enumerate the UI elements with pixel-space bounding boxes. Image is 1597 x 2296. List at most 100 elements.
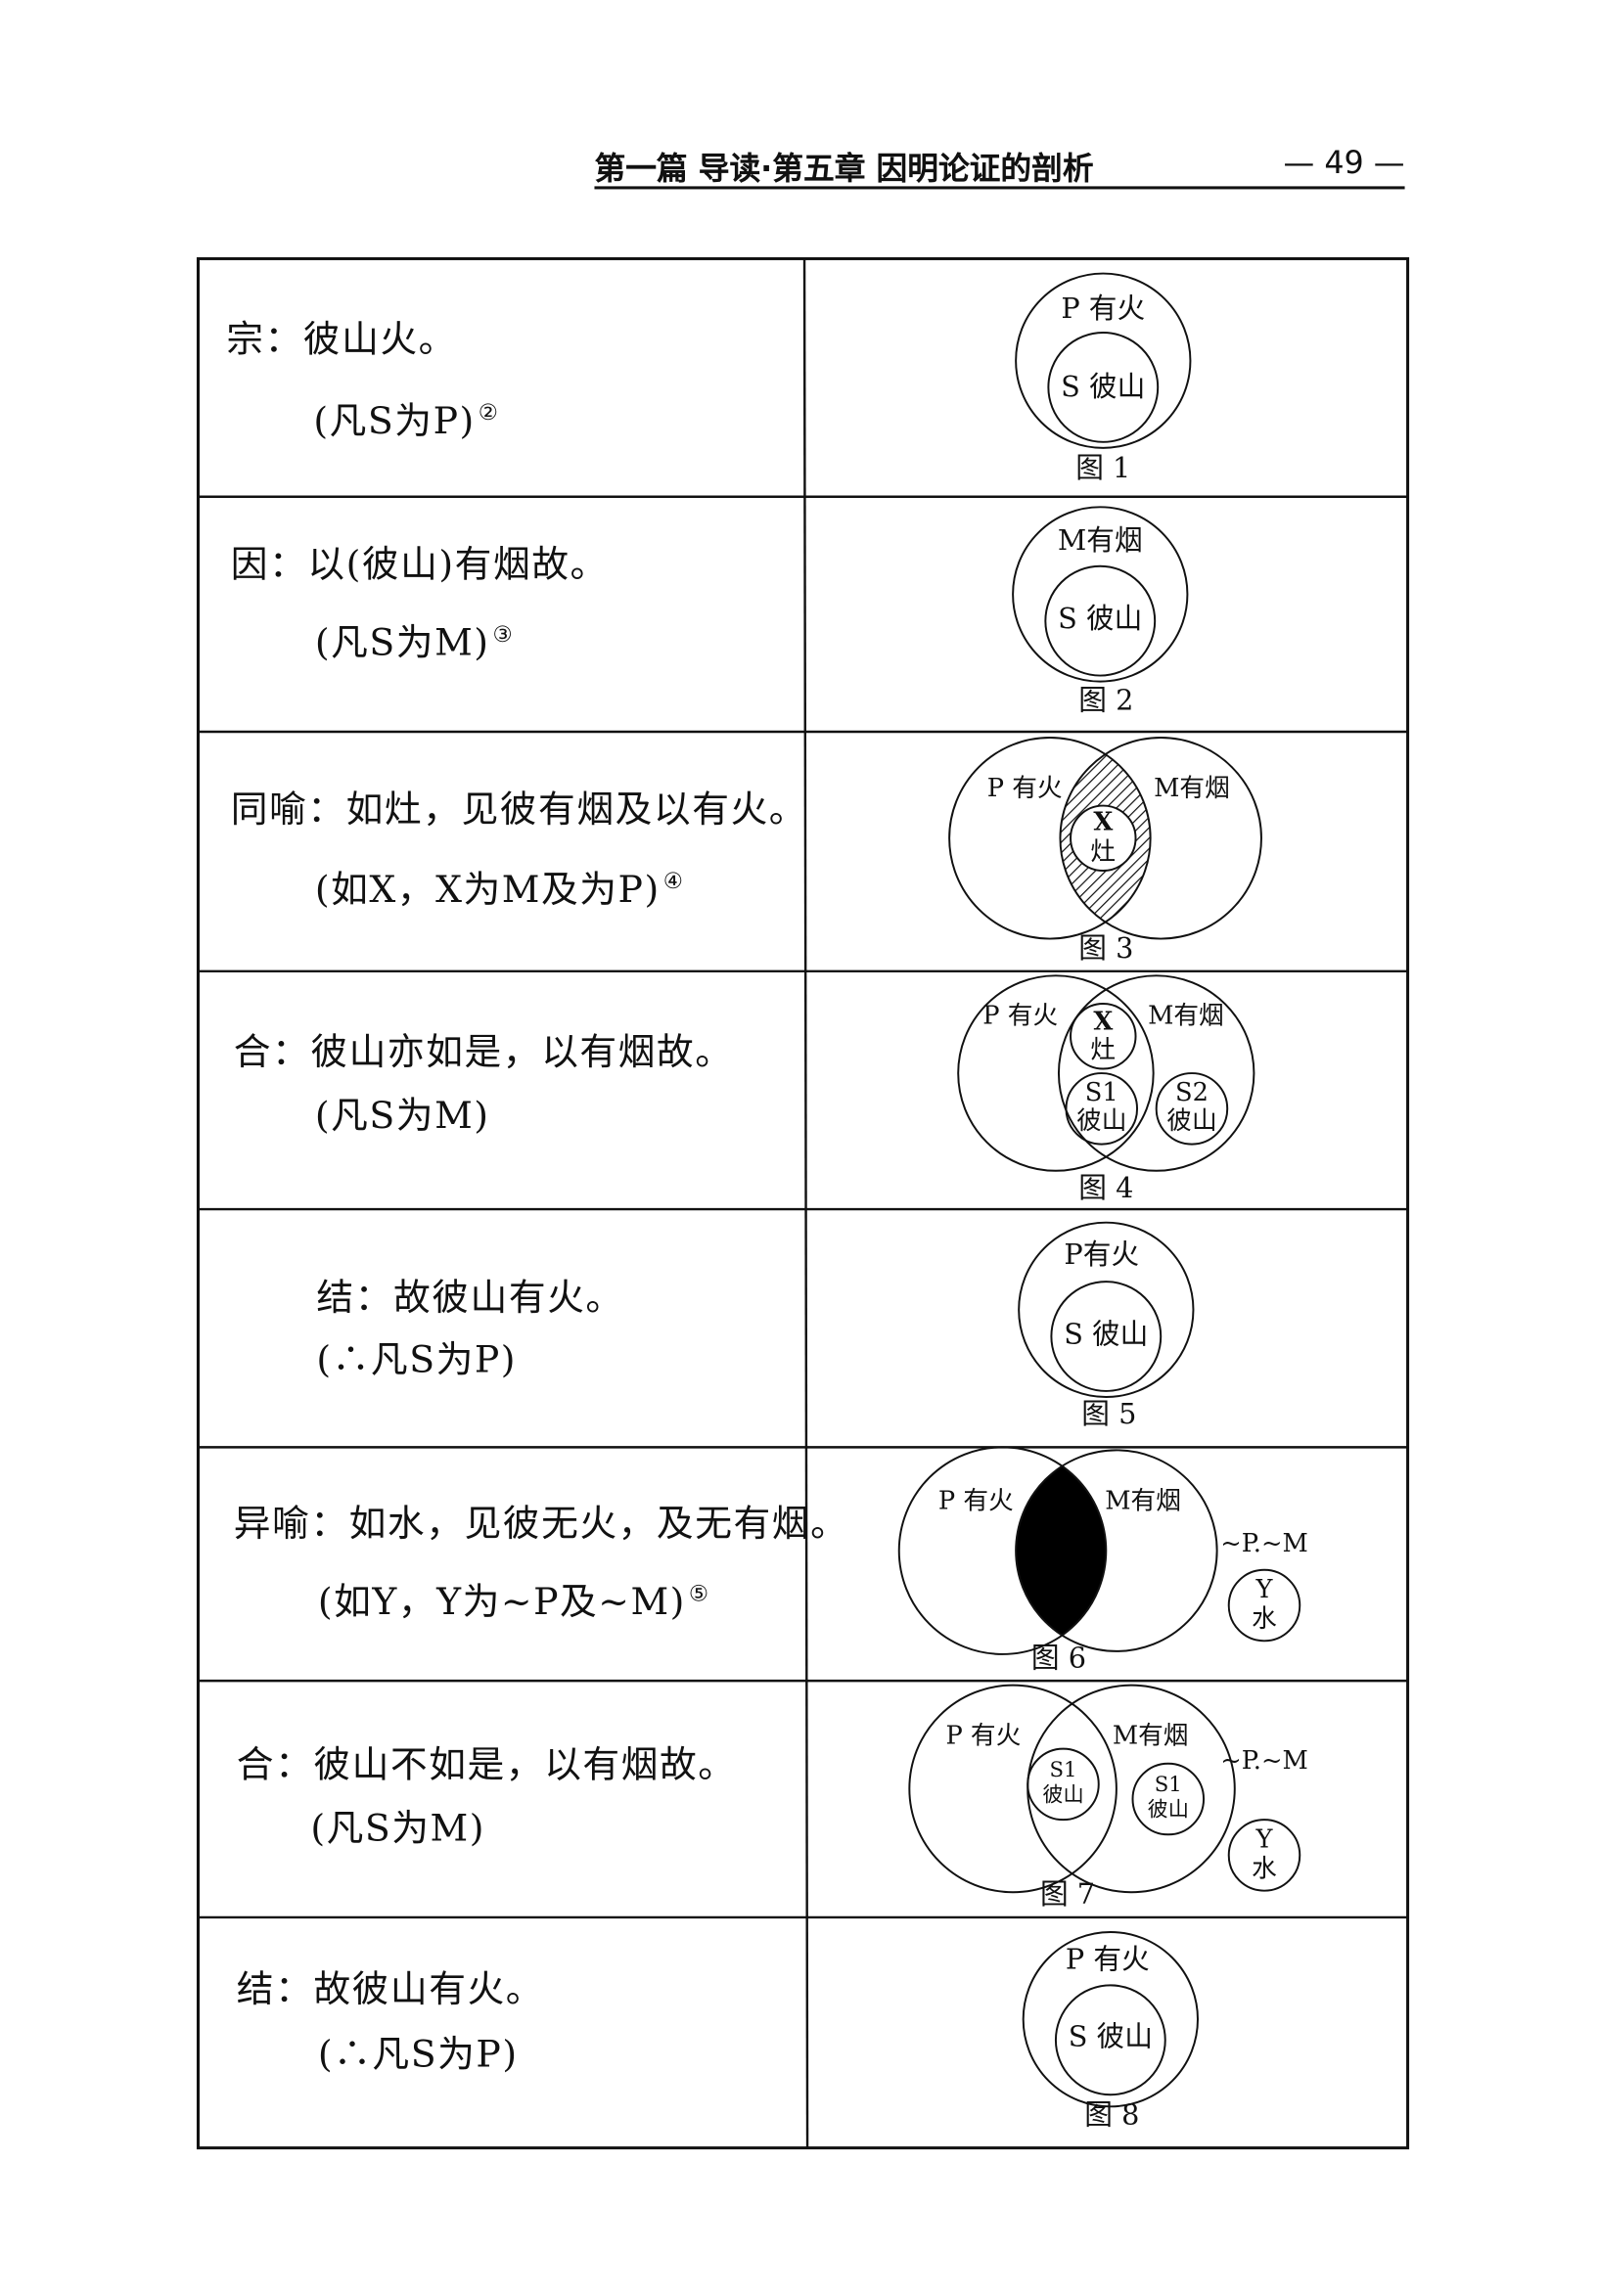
row7-statement: 合：彼山不如是，以有烟故。 <box>236 1742 737 1786</box>
label-x-name: 灶 <box>1090 1035 1116 1064</box>
formula: (凡S为M) <box>314 620 490 664</box>
row5-statement: 结：故彼山有火。 <box>316 1276 624 1319</box>
chapter-title: 第一篇 导读·第五章 因明论证的剖析 <box>594 151 1094 187</box>
circle-p <box>897 1446 1108 1655</box>
footnote-mark[interactable]: ④ <box>662 867 685 894</box>
label-y-name: 水 <box>1252 1604 1277 1634</box>
row2-formula: (凡S为M)③ <box>315 613 515 666</box>
row6-statement: 异喻：如水，见彼无火，及无有烟。 <box>233 1502 849 1546</box>
row1-statement: 宗：彼山火。 <box>226 317 457 361</box>
circle-p <box>957 974 1155 1172</box>
formula: (如X，X为M及为P) <box>314 868 661 911</box>
label-s1-outside: S1 <box>1155 1772 1182 1796</box>
label-s1-name: 彼山 <box>1042 1781 1083 1806</box>
black-intersection <box>1016 1450 1107 1651</box>
circle-p <box>1018 1221 1195 1398</box>
figure-caption: 图 8 <box>1084 2097 1139 2131</box>
label-m: M有烟 <box>1148 1002 1224 1031</box>
table-grid <box>196 256 1410 2150</box>
footnote-mark[interactable]: ③ <box>492 620 515 648</box>
circle-p <box>948 737 1152 940</box>
formula: (如Y，Y为~P及~M) <box>317 1580 686 1624</box>
circle-x <box>1070 1003 1137 1070</box>
figure-caption: 图 5 <box>1081 1397 1136 1430</box>
row2-statement: 因：以(彼山)有烟故。 <box>230 542 609 586</box>
footnote-mark[interactable]: ⑤ <box>688 1579 710 1607</box>
circle-p <box>1022 1931 1199 2108</box>
label-s: S 彼山 <box>1069 2019 1153 2052</box>
circle-s <box>1050 1281 1163 1392</box>
label-p: P有火 <box>1064 1238 1139 1271</box>
figure-caption: 图 3 <box>1078 931 1133 965</box>
circle-m <box>1012 506 1189 683</box>
label-s: S 彼山 <box>1058 602 1142 635</box>
label-p: P 有火 <box>1061 292 1145 325</box>
figure-caption: 图 1 <box>1075 451 1130 484</box>
circle-m <box>1057 974 1255 1172</box>
figure-4-diagram: P 有火 M有烟 X 灶 S1 彼山 S2 彼山 图 4 <box>957 974 1255 1204</box>
label-s: S 彼山 <box>1064 1318 1148 1351</box>
label-s: S 彼山 <box>1061 370 1145 403</box>
figure-caption: 图 6 <box>1031 1641 1086 1674</box>
label-x: X <box>1093 808 1113 837</box>
running-header: 第一篇 导读·第五章 因明论证的剖析 — 49 — <box>594 145 1404 189</box>
circle-s2 <box>1155 1072 1229 1146</box>
label-p: P 有火 <box>1066 1943 1150 1976</box>
circle-s1-outside <box>1131 1762 1206 1836</box>
row4-statement: 合：彼山亦如是，以有烟故。 <box>233 1030 734 1074</box>
circle-s <box>1054 1984 1166 2096</box>
figure-caption: 图 2 <box>1078 683 1133 716</box>
label-m: M有烟 <box>1113 1722 1189 1751</box>
formula: (凡S为P) <box>313 398 476 442</box>
label-p: P 有火 <box>945 1722 1021 1751</box>
hatched-intersection <box>1060 738 1151 939</box>
row3-formula: (如X，X为M及为P)④ <box>315 860 685 913</box>
circle-p <box>908 1684 1118 1894</box>
figure-5-diagram: P有火 S 彼山 图 5 <box>1018 1221 1195 1430</box>
circle-s1 <box>1027 1747 1100 1822</box>
label-p: P 有火 <box>938 1486 1014 1515</box>
label-p: P 有火 <box>982 1002 1058 1031</box>
row8-statement: 结：故彼山有火。 <box>236 1967 545 2011</box>
footnote-mark[interactable]: ② <box>478 398 500 426</box>
header-rule <box>594 186 1405 190</box>
figure-8-diagram: P 有火 S 彼山 图 8 <box>1022 1931 1199 2131</box>
circle-y <box>1227 1568 1301 1643</box>
row8-formula: (∴凡S为P) <box>317 2032 519 2076</box>
figure-1-diagram: P 有火 S 彼山 图 1 <box>1015 272 1192 484</box>
circle-s <box>1044 564 1157 677</box>
circle-s <box>1047 332 1160 443</box>
row4-formula: (凡S为M) <box>314 1094 490 1138</box>
label-m: M有烟 <box>1105 1486 1181 1515</box>
label-s2-name: 彼山 <box>1166 1106 1216 1136</box>
figure-caption: 图 7 <box>1040 1877 1095 1911</box>
label-s1-name: 彼山 <box>1076 1106 1126 1136</box>
row6-formula: (如Y，Y为~P及~M)⑤ <box>318 1573 710 1626</box>
label-not-p-not-m: ~P.~M <box>1220 1746 1308 1776</box>
label-m: M有烟 <box>1058 523 1143 557</box>
row5-formula: (∴凡S为P) <box>316 1337 518 1381</box>
row1-formula: (凡S为P)② <box>313 391 499 444</box>
label-y: Y <box>1255 1824 1274 1854</box>
label-not-p-not-m: ~P.~M <box>1220 1529 1308 1558</box>
circle-m <box>1015 1449 1218 1652</box>
circle-m <box>1059 737 1262 940</box>
label-y: Y <box>1255 1575 1274 1604</box>
label-x: X <box>1093 1008 1113 1037</box>
circle-y <box>1227 1819 1301 1892</box>
label-m: M有烟 <box>1154 774 1230 803</box>
figure-7-diagram: P 有火 M有烟 S1 彼山 S1 彼山 ~P.~M Y 水 图 7 <box>908 1684 1308 1911</box>
row7-formula: (凡S为M) <box>310 1806 485 1850</box>
label-x-name: 灶 <box>1090 837 1116 867</box>
figure-3-diagram: P 有火 M有烟 X 灶 图 3 <box>948 737 1262 965</box>
label-s1: S1 <box>1050 1757 1077 1781</box>
figure-caption: 图 4 <box>1078 1171 1133 1204</box>
label-s2: S2 <box>1175 1078 1209 1107</box>
page-number: — 49 — <box>1283 145 1405 181</box>
circle-p <box>1015 272 1192 449</box>
circle-s1 <box>1065 1072 1139 1146</box>
label-y-name: 水 <box>1252 1855 1277 1884</box>
label-s1: S1 <box>1085 1078 1118 1107</box>
